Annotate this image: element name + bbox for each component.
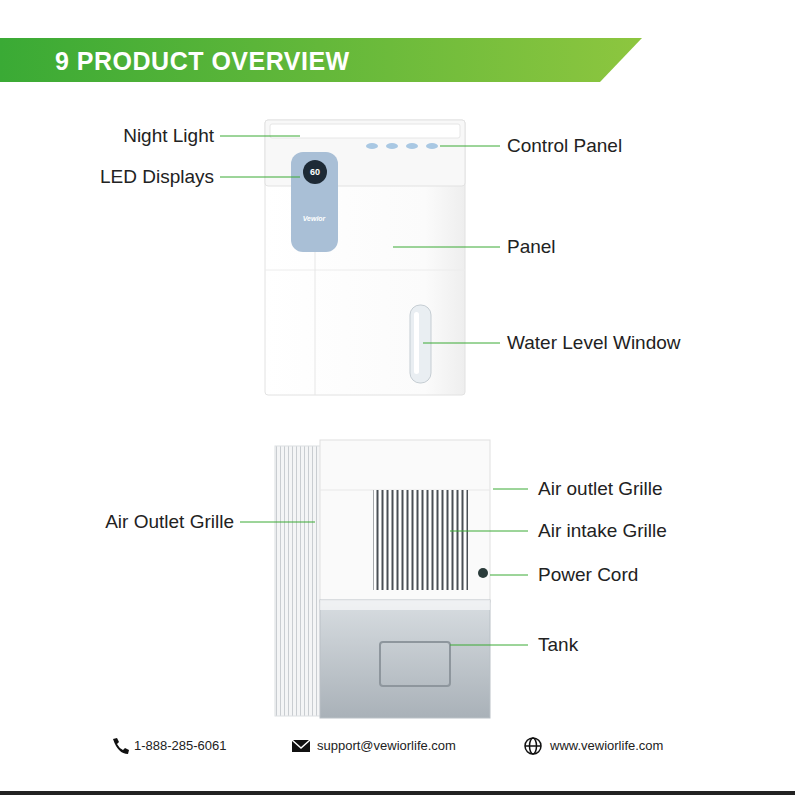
water-level-window xyxy=(410,305,431,383)
leader-line xyxy=(220,177,300,178)
leader-line xyxy=(493,489,528,490)
part-label: Control Panel xyxy=(507,135,622,158)
leader-line xyxy=(240,522,315,523)
leader-line xyxy=(220,136,300,137)
bottom-rule xyxy=(0,791,795,795)
device-body xyxy=(265,120,465,395)
leader-line xyxy=(450,531,528,532)
mail-icon xyxy=(292,740,310,752)
part-label: LED Displays xyxy=(100,166,214,189)
side-fins xyxy=(275,446,321,716)
blue-panel xyxy=(291,152,338,252)
leader-line xyxy=(423,343,500,344)
control-button xyxy=(386,143,398,149)
part-label: Tank xyxy=(538,634,578,657)
mail-icon-flap xyxy=(292,740,310,748)
power-cord-socket xyxy=(478,568,488,578)
leader-line xyxy=(393,247,500,248)
part-label: Air outlet Grille xyxy=(538,478,663,501)
brand-logo: Vewior xyxy=(303,215,326,223)
leader-line xyxy=(450,645,528,646)
water-tank xyxy=(320,600,490,718)
part-label: Air Outlet Grille xyxy=(105,511,234,534)
control-button xyxy=(366,143,378,149)
part-label: Panel xyxy=(507,236,556,259)
page-title: 9 PRODUCT OVERVIEW xyxy=(55,46,350,76)
part-label: Power Cord xyxy=(538,564,638,587)
led-display xyxy=(303,160,327,184)
title-banner xyxy=(0,38,642,82)
globe-icon xyxy=(525,738,541,754)
contact-phone: 1-888-285-6061 xyxy=(134,738,227,754)
part-label: Air intake Grille xyxy=(538,520,667,543)
part-label: Night Light xyxy=(123,125,214,148)
tank-rim xyxy=(320,600,490,610)
part-label: Water Level Window xyxy=(507,332,681,355)
contact-web: www.vewiorlife.com xyxy=(550,738,663,754)
display-reading: 60 xyxy=(310,167,320,178)
panel-seam xyxy=(265,270,465,271)
contact-email: support@vewiorlife.com xyxy=(317,738,456,754)
panel-seam xyxy=(315,252,316,395)
device-back xyxy=(320,440,490,602)
leader-line xyxy=(440,146,500,147)
leader-line xyxy=(490,575,528,576)
phone-icon xyxy=(113,738,129,754)
control-button xyxy=(406,143,418,149)
window-highlight xyxy=(414,312,419,374)
tank-handle xyxy=(380,642,450,686)
intake-grille xyxy=(373,490,468,590)
control-button xyxy=(426,143,438,149)
